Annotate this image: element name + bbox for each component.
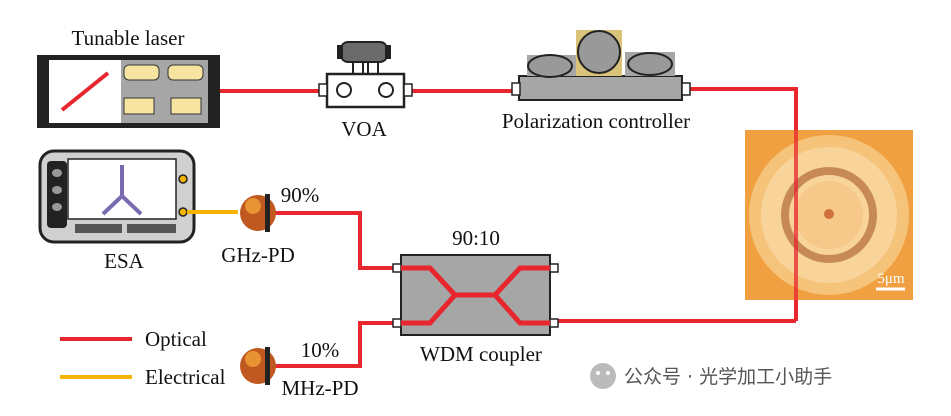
voa <box>318 41 413 109</box>
coupler-ratio-label: 90:10 <box>452 226 500 250</box>
tunable-laser <box>37 55 220 128</box>
legend: Optical Electrical <box>60 327 226 389</box>
voa-label: VOA <box>341 117 387 141</box>
pct-90-label: 90% <box>281 183 320 207</box>
watermark-text: 公众号 · 光学加工小助手 <box>624 366 832 388</box>
wdm-coupler <box>392 254 559 336</box>
esa-label: ESA <box>104 249 145 273</box>
scale-bar-label: 5μm <box>877 271 905 287</box>
mhz-pd <box>240 347 276 385</box>
pct-10-label: 10% <box>301 338 340 362</box>
legend-electrical-label: Electrical <box>145 365 226 389</box>
esa <box>38 149 196 244</box>
wdm-coupler-label: WDM coupler <box>420 342 542 366</box>
fiber-coupler-ghzpd <box>268 211 394 270</box>
ghz-pd-label: GHz-PD <box>221 243 295 267</box>
watermark: 公众号 · 光学加工小助手 <box>590 363 832 389</box>
microring-image: 5μm <box>745 130 913 300</box>
tunable-laser-label: Tunable laser <box>72 26 185 50</box>
laser-beam-line <box>60 71 110 112</box>
polarization-controller <box>511 30 691 101</box>
polarization-controller-label: Polarization controller <box>502 109 690 133</box>
legend-optical-label: Optical <box>145 327 207 351</box>
optical-paths <box>220 87 798 368</box>
fiber-coupler-mhzpd <box>268 321 394 368</box>
mhz-pd-label: MHz-PD <box>282 376 359 400</box>
ghz-pd <box>240 194 276 232</box>
